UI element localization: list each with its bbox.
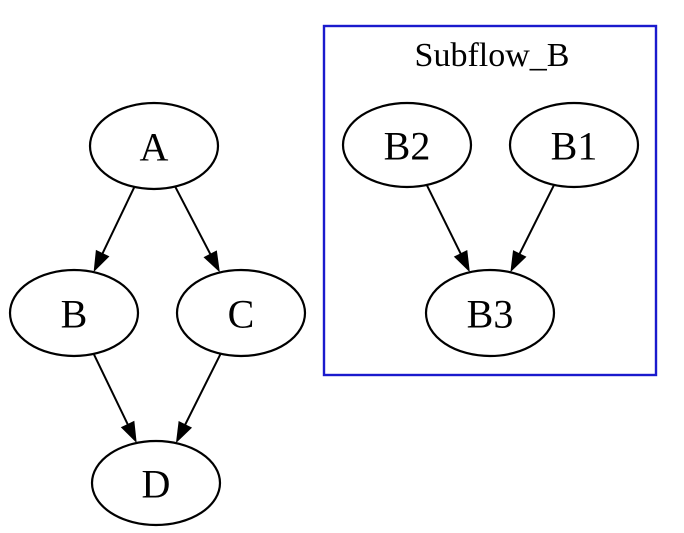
edge-line	[517, 184, 555, 257]
node-b2: B2	[341, 101, 473, 189]
node-b2-label: B2	[384, 123, 431, 168]
cluster-subflow-b-border	[322, 24, 658, 377]
edge-line	[425, 184, 463, 257]
node-a-ellipse	[88, 101, 220, 191]
node-b: B	[8, 268, 140, 358]
node-a-label: A	[140, 124, 169, 169]
edge-line	[183, 353, 222, 428]
node-c: C	[175, 268, 307, 358]
edge-line	[100, 186, 136, 257]
edge-c-d	[175, 353, 222, 444]
node-d: D	[90, 439, 222, 527]
arrowhead-icon	[93, 249, 110, 273]
node-a: A	[88, 101, 220, 191]
edge-a-b	[93, 186, 136, 273]
node-c-ellipse	[175, 268, 307, 358]
node-b1-ellipse	[508, 101, 640, 189]
node-b1-label: B1	[551, 123, 598, 168]
node-b3-label: B3	[467, 291, 514, 336]
node-b-label: B	[61, 291, 88, 336]
node-c-label: C	[228, 291, 255, 336]
node-b3: B3	[424, 268, 556, 358]
node-b3-ellipse	[424, 268, 556, 358]
node-b-ellipse	[8, 268, 140, 358]
node-b1: B1	[508, 101, 640, 189]
arrowhead-icon	[120, 420, 137, 443]
arrowhead-icon	[203, 250, 220, 273]
edge-b2-b3	[425, 184, 470, 273]
arrowhead-icon	[510, 250, 527, 273]
node-d-ellipse	[90, 439, 222, 527]
arrowhead-icon	[453, 250, 470, 273]
edge-a-c	[174, 186, 220, 273]
node-b2-ellipse	[341, 101, 473, 189]
cluster-subflow-b-label: Subflow_B	[415, 37, 570, 74]
edge-line	[174, 186, 213, 257]
edge-b1-b3	[510, 184, 555, 273]
edge-b-d	[92, 353, 137, 443]
node-d-label: D	[142, 461, 171, 506]
edge-line	[92, 353, 130, 428]
arrowhead-icon	[175, 420, 193, 444]
